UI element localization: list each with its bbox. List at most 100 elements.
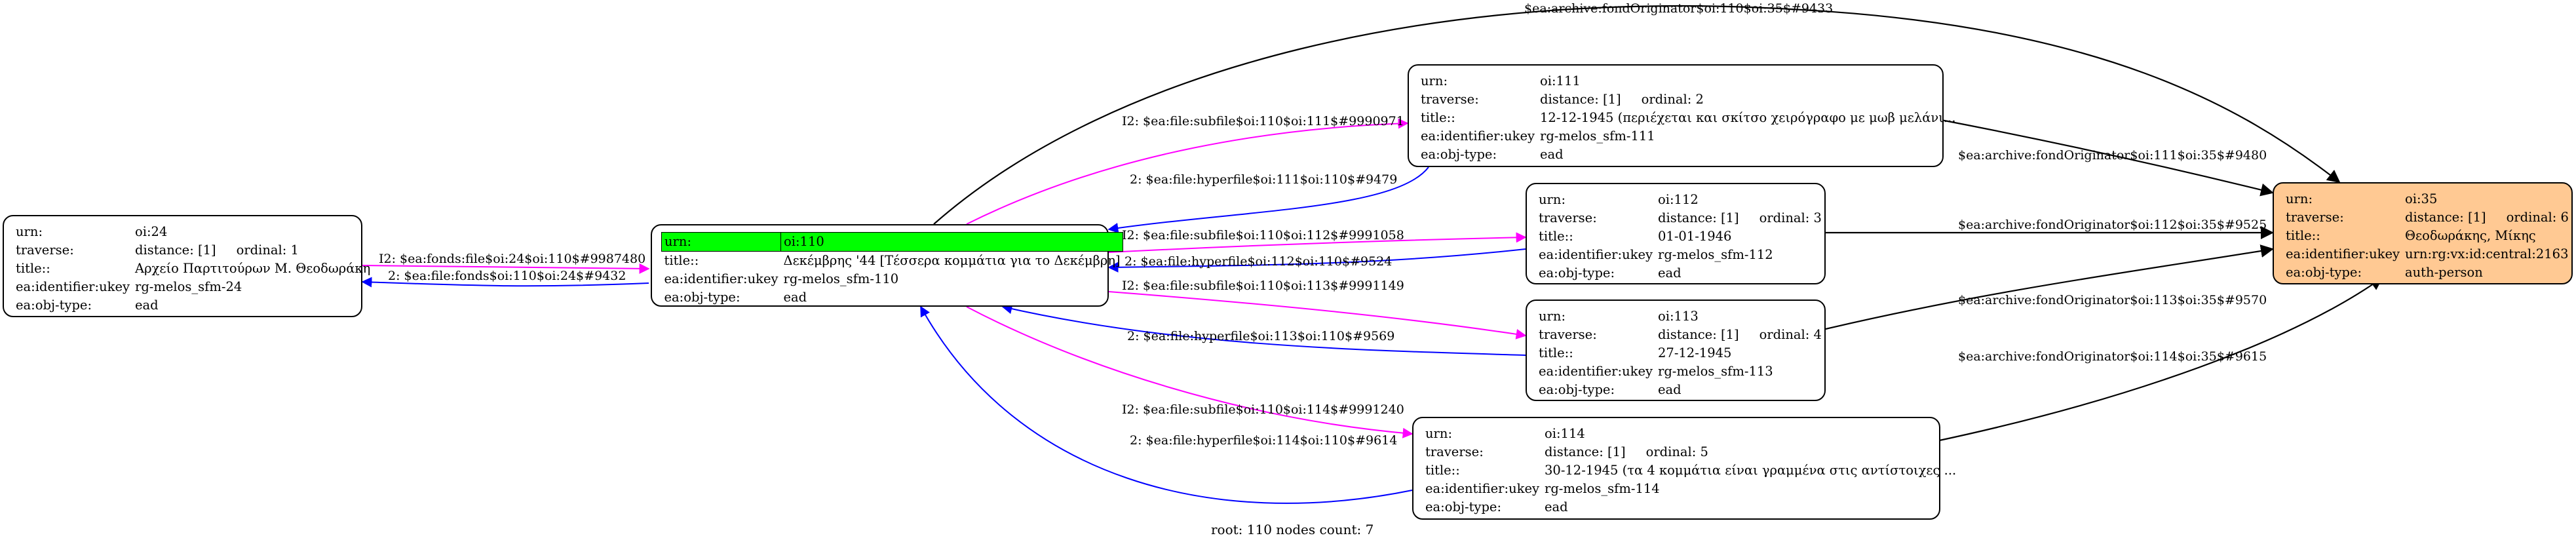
node-oi-114[interactable]: urn: oi:114 traverse: distance: [1] ordina…	[1412, 417, 1956, 520]
node-field-key: ea:obj-type:	[1539, 265, 1615, 281]
node-oi-35[interactable]: urn: oi:35 traverse: distance: [1] ordinal…	[2273, 182, 2573, 284]
node-field-key: title::	[1425, 463, 1460, 478]
edge-subfile-110-112	[1108, 232, 1527, 253]
node-field-value: ead	[1658, 382, 1682, 397]
edge-fonds-file-24-110	[362, 263, 650, 274]
edge-label: 2: $ea:file:fonds$oi:110$oi:24$#9432	[388, 269, 626, 283]
edge-hyperfile-113-110	[1001, 303, 1526, 356]
edge-hyperfile-114-110	[920, 305, 1413, 504]
node-field-value: ead	[1545, 499, 1568, 514]
node-field-key: title::	[16, 261, 50, 276]
node-field-value: rg-melos_sfm-112	[1658, 247, 1773, 262]
node-field-key: urn:	[1539, 309, 1566, 324]
edge-label: $ea:archive:fondOriginator$oi:113$oi:35$…	[1958, 293, 2267, 307]
node-field-value: auth-person	[2405, 265, 2483, 280]
node-field-key: title::	[1421, 110, 1455, 125]
edge-label: 2: $ea:file:hyperfile$oi:114$oi:110$#961…	[1130, 433, 1398, 448]
node-field-value: oi:111	[1540, 73, 1581, 88]
node-field-value: distance: [1] ordinal: 5	[1545, 444, 1708, 459]
node-field-key: title::	[664, 253, 699, 268]
graph-footer: root: 110 nodes count: 7	[1211, 522, 1374, 537]
node-field-value: ead	[1540, 147, 1564, 162]
node-field-key: ea:identifier:ukey	[1425, 481, 1539, 496]
node-field-value: Θεοδωράκης, Μίκης	[2405, 228, 2536, 243]
edge-hyperfile-111-110	[1107, 166, 1429, 233]
node-field-key: title::	[1539, 345, 1573, 360]
node-field-value: rg-melos_sfm-24	[135, 279, 242, 294]
node-field-value: rg-melos_sfm-111	[1540, 128, 1655, 144]
node-field-key: urn:	[661, 232, 781, 252]
node-field-key: urn:	[1421, 73, 1448, 88]
node-field-value: urn:rg:vx:id:central:2163	[2405, 246, 2569, 261]
node-field-value: ead	[783, 290, 807, 305]
edge-label: $ea:archive:fondOriginator$oi:112$oi:35$…	[1958, 218, 2267, 232]
node-field-value: rg-melos_sfm-114	[1545, 481, 1660, 496]
node-field-value: rg-melos_sfm-113	[1658, 364, 1773, 379]
edge-fondoriginator-111-35	[1940, 119, 2274, 197]
node-field-key: traverse:	[1539, 327, 1597, 342]
node-field-value: 27-12-1945	[1658, 345, 1732, 360]
node-field-value: oi:110	[780, 232, 1124, 252]
edge-label: 2: $ea:file:hyperfile$oi:113$oi:110$#956…	[1127, 329, 1395, 343]
edge-label: I2: $ea:fonds:file$oi:24$oi:110$#9987480	[379, 252, 646, 266]
node-field-key: traverse:	[1425, 444, 1484, 459]
node-field-value: oi:114	[1545, 426, 1585, 441]
edge-hyperfile-112-110	[1107, 248, 1526, 273]
node-field-value: oi:24	[135, 224, 168, 239]
node-field-key: ea:obj-type:	[1539, 382, 1615, 397]
edge-label: 2: $ea:file:hyperfile$oi:111$oi:110$#947…	[1130, 172, 1398, 187]
node-field-key: urn:	[2286, 191, 2313, 206]
node-field-value: rg-melos_sfm-110	[783, 271, 899, 286]
node-field-key: traverse:	[2286, 210, 2344, 225]
node-field-value: 12-12-1945 (περιέχεται και σκίτσο χειρόγ…	[1540, 110, 1956, 125]
node-field-key: title::	[2286, 228, 2320, 243]
node-field-key: ea:identifier:ukey	[664, 271, 779, 286]
edge-label: I2: $ea:file:subfile$oi:110$oi:114$#9991…	[1122, 402, 1404, 417]
edge-label: I2: $ea:file:subfile$oi:110$oi:112$#9991…	[1122, 228, 1404, 242]
edge-subfile-110-113	[1108, 291, 1527, 339]
node-field-key: ea:obj-type:	[664, 290, 740, 305]
node-field-key: ea:obj-type:	[16, 298, 92, 313]
node-field-value: oi:112	[1658, 192, 1699, 207]
node-field-value: distance: [1] ordinal: 3	[1658, 210, 1822, 225]
node-oi-24[interactable]: urn: oi:24 traverse: distance: [1] ordinal…	[3, 215, 370, 317]
edge-subfile-110-114	[966, 306, 1413, 438]
node-field-value: distance: [1] ordinal: 1	[135, 242, 299, 258]
edge-label: $ea:archive:fondOriginator$oi:111$oi:35$…	[1958, 148, 2267, 163]
node-field-key: ea:identifier:ukey	[1421, 128, 1535, 144]
edge-subfile-110-111	[966, 118, 1409, 225]
node-field-key: ea:obj-type:	[2286, 265, 2362, 280]
node-field-key: traverse:	[1421, 92, 1479, 107]
node-field-key: ea:obj-type:	[1425, 499, 1502, 514]
node-field-value: oi:113	[1658, 309, 1699, 324]
node-field-key: ea:identifier:ukey	[1539, 247, 1653, 262]
node-field-value: distance: [1] ordinal: 6	[2405, 210, 2569, 225]
node-field-key: title::	[1539, 229, 1573, 244]
node-field-key: urn:	[16, 224, 43, 239]
node-field-key: urn:	[1425, 426, 1453, 441]
node-field-value: Αρχείο Παρτιτούρων Μ. Θεοδωράκη	[135, 261, 371, 276]
edge-fondoriginator-114-35	[1936, 277, 2383, 442]
edge-fondoriginator-110-35	[933, 5, 2341, 225]
node-field-value: oi:35	[2405, 191, 2438, 206]
node-field-key: traverse:	[16, 242, 74, 258]
node-field-key: urn:	[1539, 192, 1566, 207]
node-field-key: ea:identifier:ukey	[16, 279, 130, 294]
node-field-key: ea:obj-type:	[1421, 147, 1497, 162]
node-field-value: 30-12-1945 (τα 4 κομμάτια είναι γραμμένα…	[1545, 463, 1957, 478]
edge-fondoriginator-113-35	[1825, 244, 2274, 330]
node-field-value: 01-01-1946	[1658, 229, 1732, 244]
edge-file-fonds-110-24	[361, 277, 649, 288]
edge-label: $ea:archive:fondOriginator$oi:110$oi:35$…	[1524, 1, 1834, 16]
edge-label: $ea:archive:fondOriginator$oi:114$oi:35$…	[1958, 349, 2267, 364]
node-field-value: distance: [1] ordinal: 2	[1540, 92, 1704, 107]
node-oi-111[interactable]: urn: oi:111 traverse: distance: [1] ordina…	[1408, 64, 1956, 167]
node-field-key: ea:identifier:ukey	[1539, 364, 1653, 379]
node-oi-113[interactable]: urn:oi:113 traverse:distance: [1] ordina…	[1526, 300, 1826, 401]
edge-label: 2: $ea:file:hyperfile$oi:112$oi:110$#952…	[1125, 254, 1393, 269]
node-oi-110[interactable]: urn:oi:110 title::Δεκέμβρης '44 [Τέσσερα…	[651, 224, 1124, 307]
node-oi-112[interactable]: urn:oi:112 traverse:distance: [1] ordina…	[1526, 183, 1826, 284]
node-field-key: ea:identifier:ukey	[2286, 246, 2400, 261]
edge-label: I2: $ea:file:subfile$oi:110$oi:111$#9990…	[1122, 114, 1404, 128]
